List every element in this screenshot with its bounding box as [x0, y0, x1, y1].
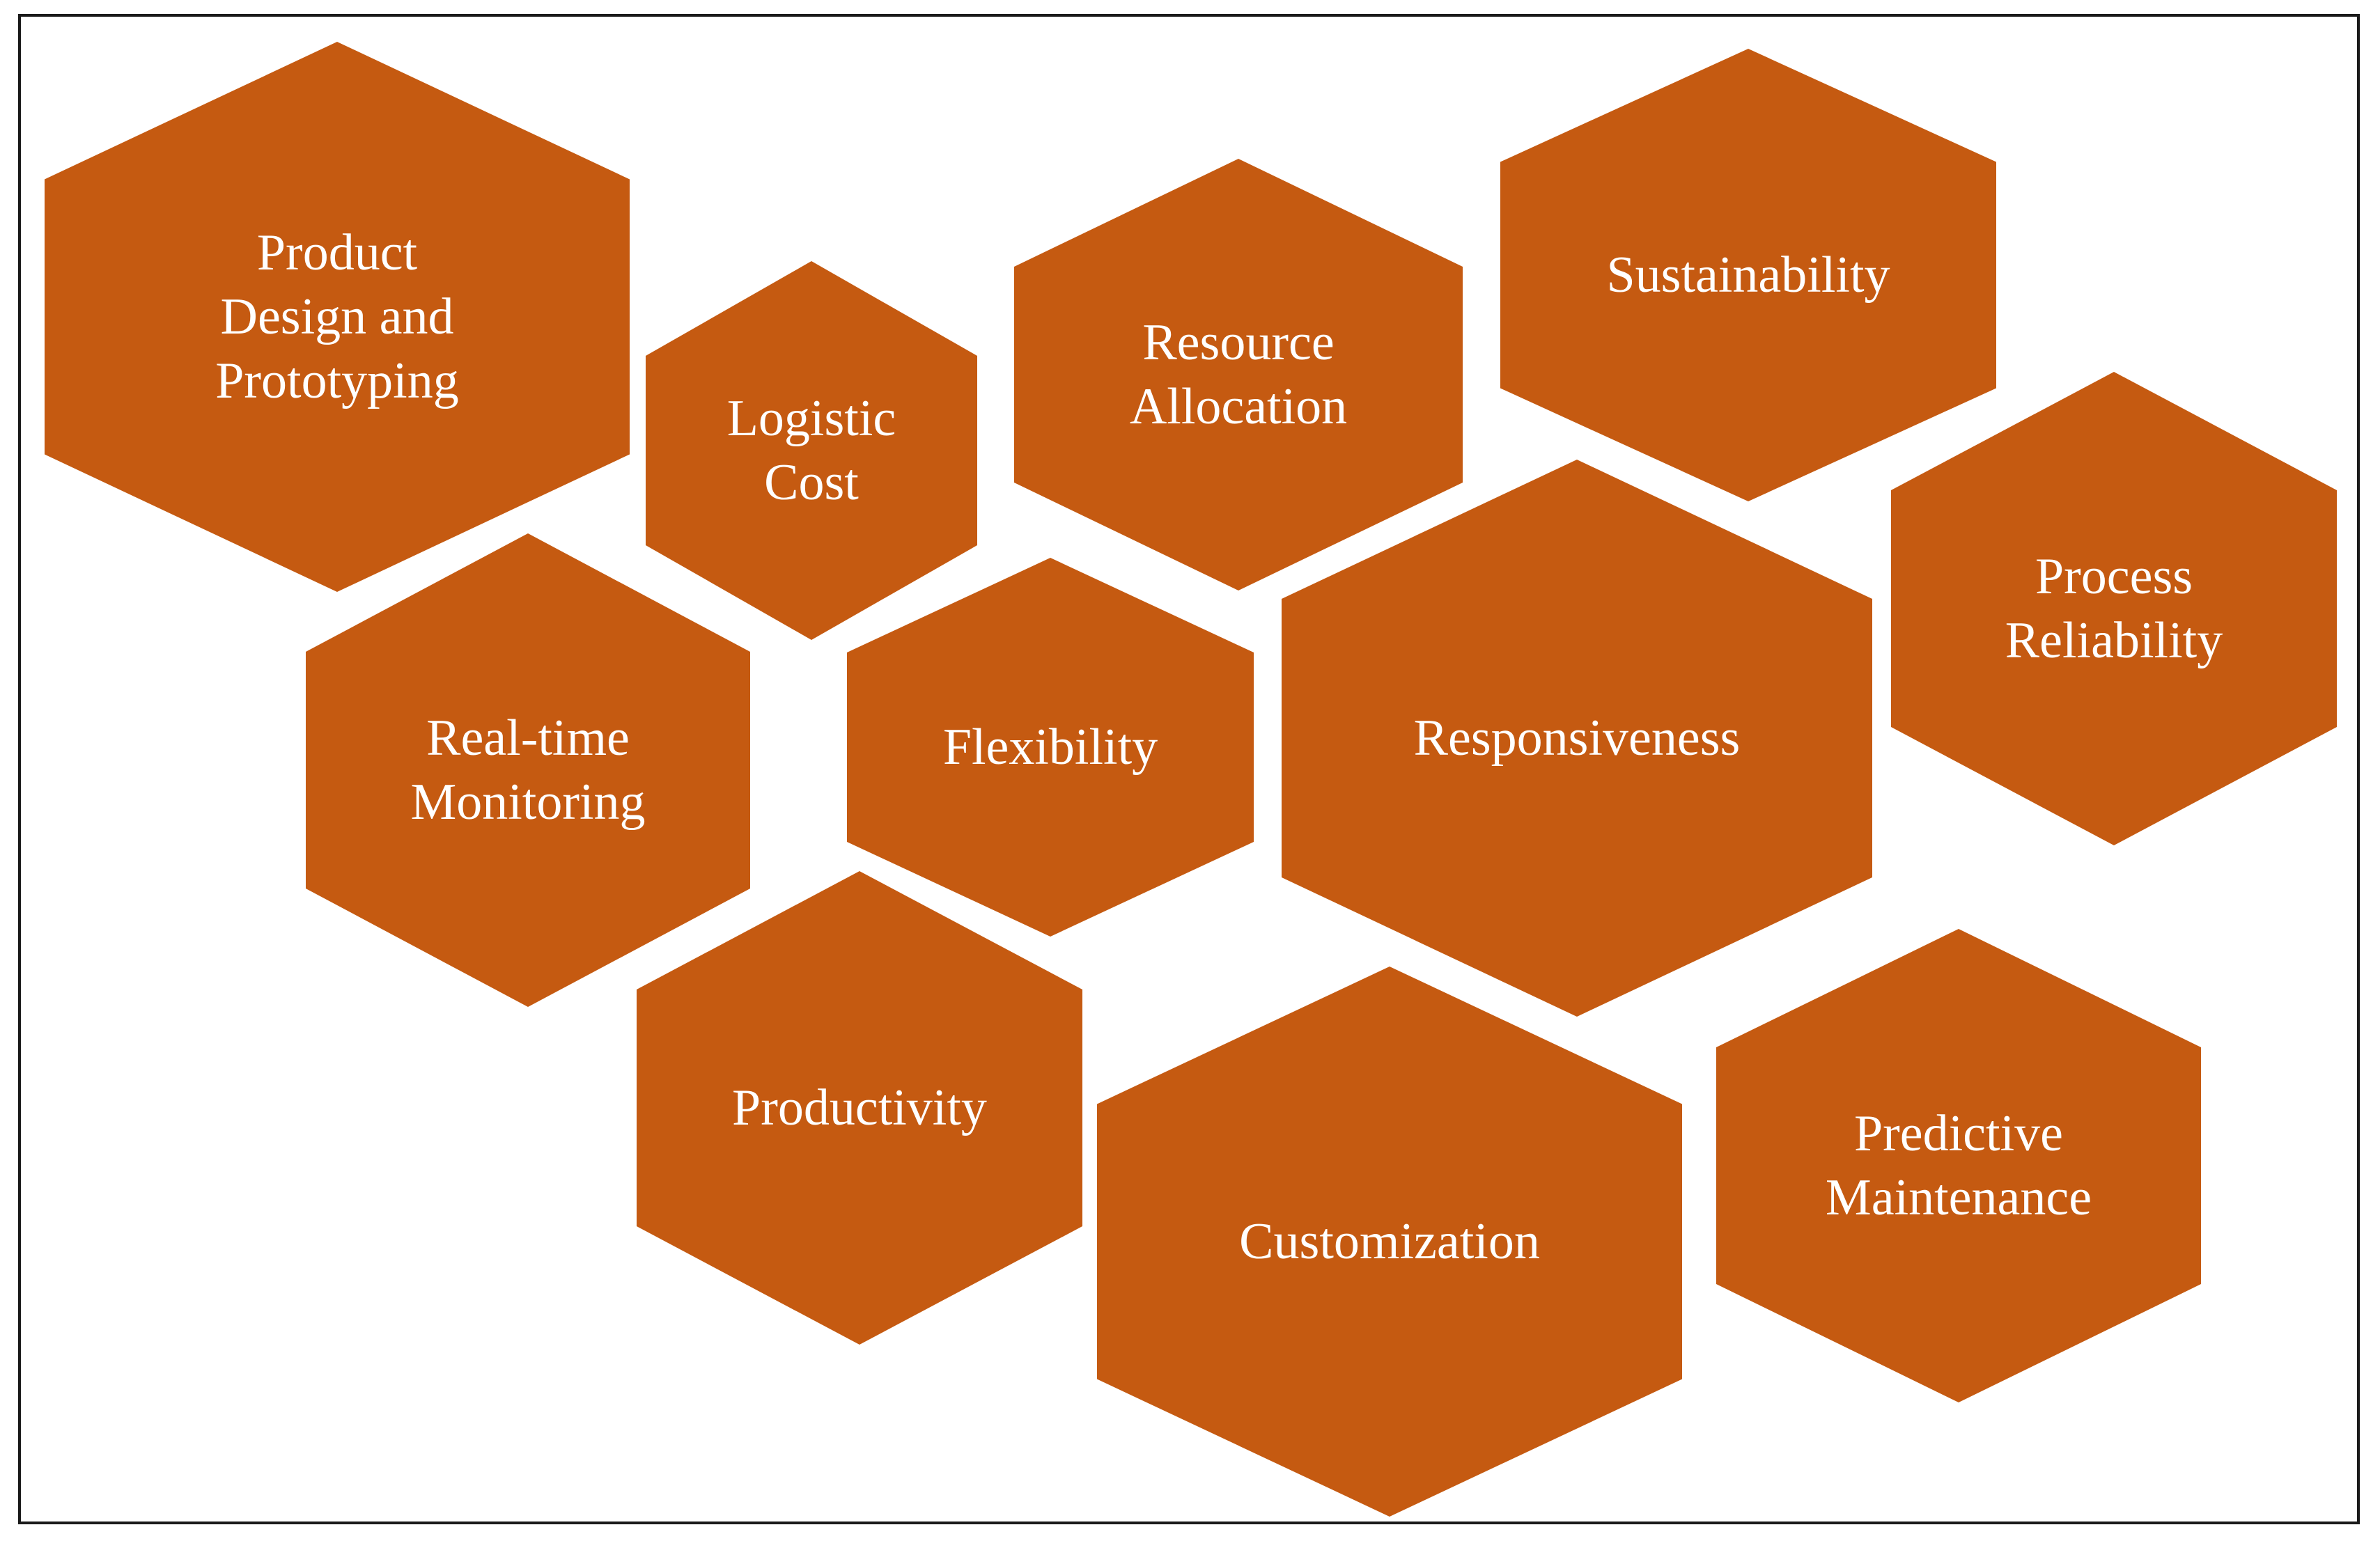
hexagon-shape [306, 533, 750, 1007]
hexagon-label-line: Real-time [426, 710, 630, 767]
hexagon-label-line: Customization [1239, 1213, 1540, 1270]
hexagon-label-line: Cost [764, 454, 859, 511]
hexagon-shape [1282, 460, 1872, 1017]
hexagon-responsiveness: Responsiveness [1282, 460, 1872, 1017]
hexagon-shape [45, 42, 630, 592]
hexagon-productivity: Productivity [637, 871, 1082, 1345]
hexagon-label-line: Process [2035, 548, 2193, 605]
hexagon-label-line: Design and [221, 288, 454, 345]
hexagon-shape [1500, 49, 1996, 501]
hexagon-label-line: Maintenance [1826, 1169, 2092, 1226]
hexagon-label-line: Reliability [2005, 612, 2223, 669]
hexagon-flexibility: Flexibility [847, 558, 1254, 937]
hexagon-shape [1891, 372, 2337, 845]
hexagon-sustainability: Sustainability [1500, 49, 1996, 501]
hexagon-label-line: Predictive [1854, 1105, 2063, 1162]
hexagon-label-line: Allocation [1130, 378, 1347, 435]
hexagon-label-line: Sustainability [1607, 247, 1890, 304]
hexagon-label-line: Productivity [732, 1079, 987, 1136]
hexagon-shape [637, 871, 1082, 1345]
hexagon-label-line: Product [257, 224, 418, 281]
hexagon-shape [1097, 967, 1682, 1517]
hexagon-shape [1014, 159, 1463, 590]
hexagon-shape [1716, 929, 2201, 1402]
hexagon-label-line: Resource [1142, 314, 1334, 371]
hexagon-shape [847, 558, 1254, 937]
hexagon-label-line: Prototyping [215, 352, 458, 409]
hexagon-label-line: Responsiveness [1414, 710, 1741, 767]
hexagon-shape [646, 261, 977, 640]
hexagon-label-line: Flexibility [943, 719, 1158, 776]
hexagon-label-line: Monitoring [410, 774, 645, 831]
hexagon-customization: Customization [1097, 967, 1682, 1517]
hexagon-label-line: Logistic [727, 390, 896, 447]
